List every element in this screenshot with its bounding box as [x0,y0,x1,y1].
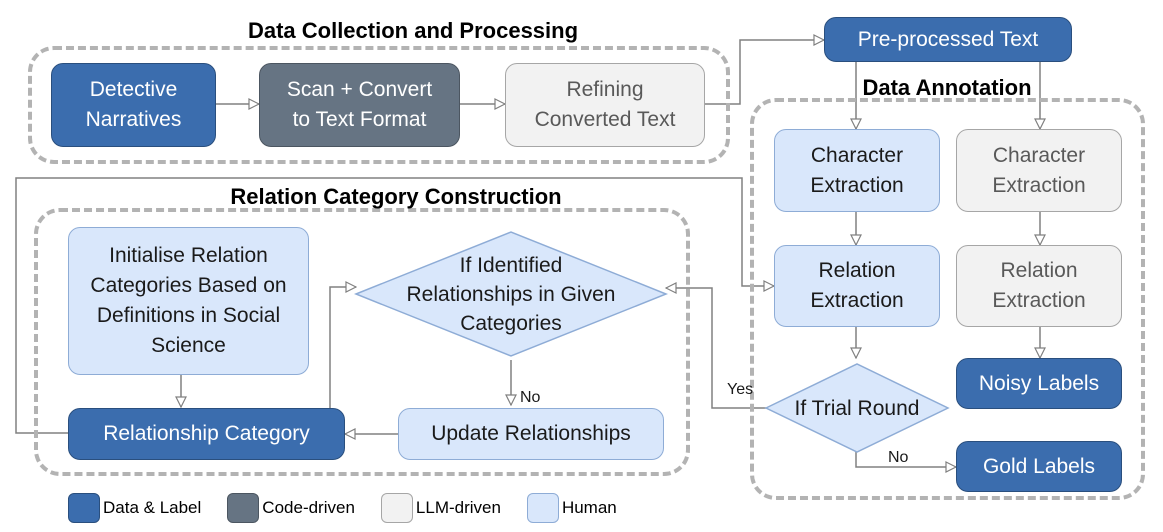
node-noisy-labels: Noisy Labels [956,358,1122,409]
node-relationship-category: Relationship Category [68,408,345,460]
node-relation-extraction-llm: Relation Extraction [956,245,1122,327]
edge-label-no-identified: No [520,389,541,406]
group-title-data-collection: Data Collection and Processing [247,18,579,43]
group-title-data-annotation: Data Annotation [862,75,1032,100]
legend: Data & Label Code-driven LLM-driven Huma… [68,493,643,523]
legend-swatch-code-driven [227,493,260,523]
node-preprocessed-text: Pre-processed Text [824,17,1072,62]
arrow-relcat-to-rel-human [15,177,774,434]
node-refining-text: Refining Converted Text [505,63,705,147]
group-title-relation-category: Relation Category Construction [230,184,562,209]
node-relation-extraction-human: Relation Extraction [774,245,940,327]
node-detective-narratives: Detective Narratives [51,63,216,147]
node-if-identified-relationships: If Identified Relationships in Given Cat… [406,253,616,335]
node-update-relationships: Update Relationships [398,408,664,460]
node-initialise-relation-categories: Initialise Relation Categories Based on … [68,227,309,375]
node-character-extraction-human: Character Extraction [774,129,940,212]
node-if-trial-round: If Trial Round [794,396,920,420]
legend-label-data-label: Data & Label [103,498,202,517]
node-gold-labels: Gold Labels [956,441,1122,492]
legend-swatch-data-label [68,493,100,523]
node-character-extraction-llm: Character Extraction [956,129,1122,212]
legend-label-code-driven: Code-driven [262,498,355,517]
node-scan-convert: Scan + Convert to Text Format [259,63,460,147]
edge-label-yes: Yes [727,381,754,398]
legend-item-human: Human [526,493,617,523]
legend-item-llm-driven: LLM-driven [380,493,501,523]
legend-swatch-llm-driven [380,493,413,523]
edge-label-no-trial: No [888,449,909,466]
trial-diamond [764,363,950,453]
legend-swatch-human [526,493,559,523]
arrow-trial-to-gold-no [855,450,956,467]
group-data-collection [28,46,730,164]
group-relation-category [34,208,690,476]
identified-diamond [353,231,669,357]
legend-label-llm-driven: LLM-driven [415,498,501,517]
legend-item-data-label: Data & Label [68,493,201,523]
legend-label-human: Human [561,498,617,517]
group-data-annotation [750,98,1145,500]
legend-item-code-driven: Code-driven [227,493,355,523]
arrow-refining-to-preprocessed [705,40,824,105]
arrow-relcat-to-identified [329,287,356,408]
